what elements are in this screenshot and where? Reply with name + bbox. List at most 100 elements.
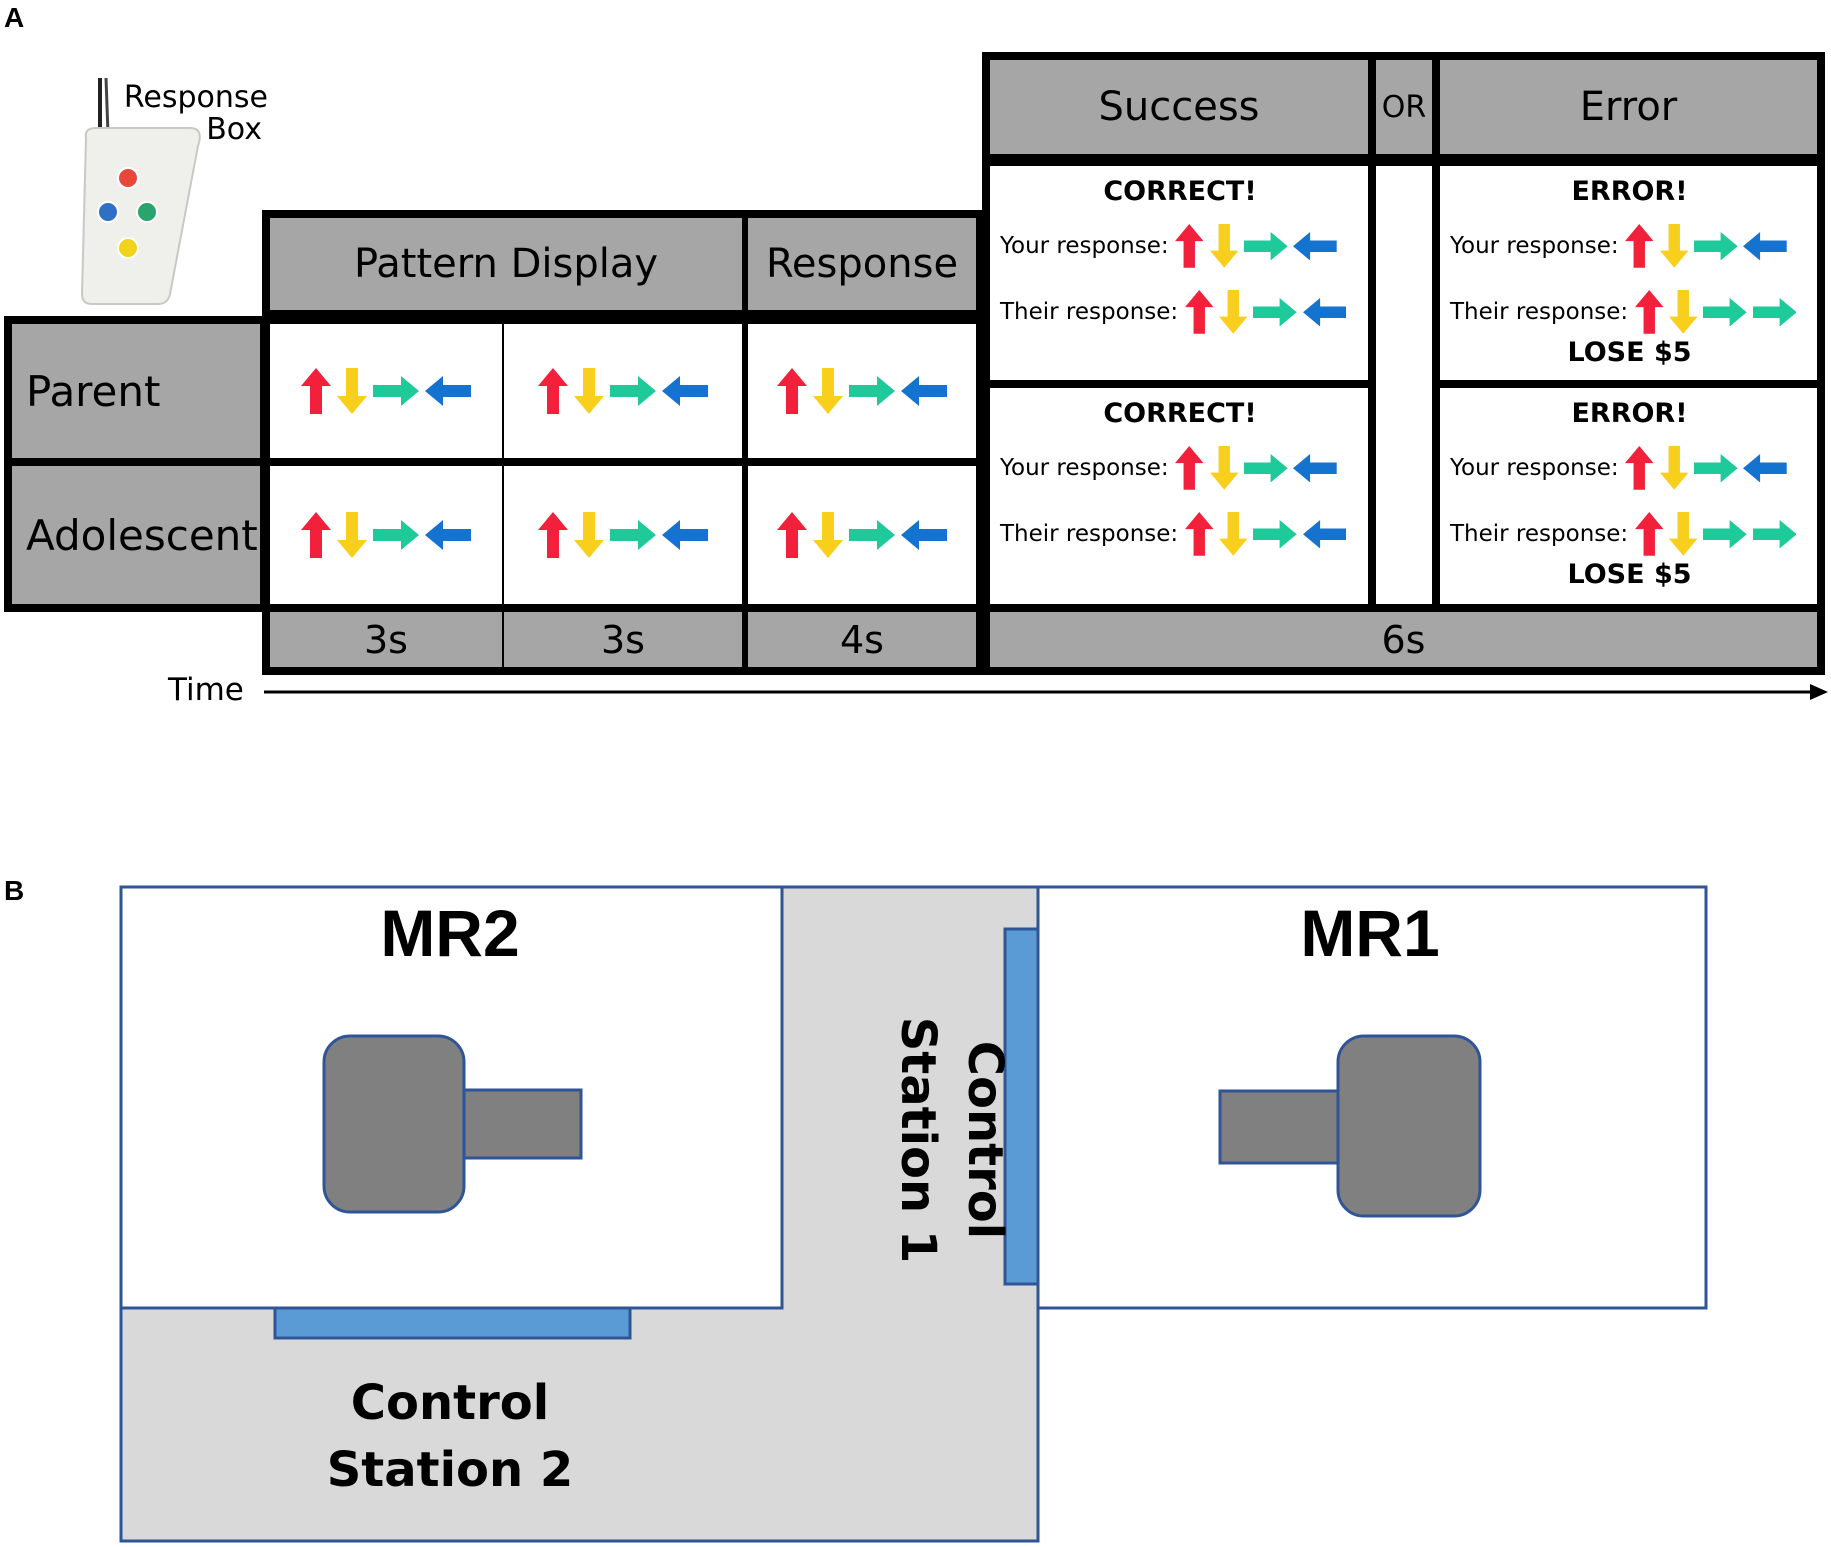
- down-arrow-icon: [813, 512, 843, 558]
- down-arrow-icon: [1219, 290, 1248, 334]
- their-response-line: Their response:: [1450, 501, 1809, 567]
- left-arrow-icon: [901, 520, 947, 550]
- right-arrow-icon: [373, 376, 419, 406]
- right-arrow-icon: [1703, 519, 1748, 549]
- down-arrow-icon: [1209, 446, 1239, 490]
- down-arrow-icon: [574, 512, 604, 558]
- up-arrow-icon: [777, 368, 807, 414]
- response-box-icon: [80, 77, 201, 305]
- their-response-label: Their response:: [1450, 299, 1629, 325]
- up-arrow-icon: [1625, 446, 1654, 490]
- mr1-scanner-bed: [1218, 1089, 1347, 1165]
- their-response-label: Their response:: [1450, 521, 1629, 547]
- header-success: Success: [990, 60, 1368, 154]
- up-arrow-icon: [1635, 512, 1664, 556]
- time-axis-arrow: [264, 684, 1828, 700]
- left-arrow-icon: [662, 376, 708, 406]
- up-arrow-icon: [538, 512, 568, 558]
- header-pattern-display: Pattern Display: [270, 218, 742, 310]
- their-response-label: Their response:: [1000, 299, 1179, 325]
- their-response-line: Their response:: [1000, 501, 1360, 567]
- your-response-arrows: [1173, 446, 1340, 490]
- parent-response-cell: [748, 324, 976, 458]
- control-station-2-label: Control Station 2: [300, 1370, 600, 1504]
- right-arrow-icon: [1703, 297, 1748, 327]
- down-arrow-icon: [574, 368, 604, 414]
- timing-3: 4s: [748, 612, 976, 667]
- their-response-arrows: [1182, 512, 1349, 556]
- error-feedback-adolescent: ERROR!Your response:Their response:LOSE …: [1440, 388, 1817, 604]
- right-arrow-icon: [1243, 453, 1288, 483]
- down-arrow-icon: [1209, 224, 1239, 268]
- your-response-label: Your response:: [1000, 455, 1169, 481]
- right-arrow-icon: [1693, 453, 1738, 483]
- your-response-label: Your response:: [1450, 233, 1619, 259]
- up-arrow-icon: [538, 368, 568, 414]
- your-response-line: Your response:: [1450, 213, 1809, 279]
- left-arrow-icon: [1302, 297, 1347, 327]
- left-arrow-icon: [1302, 519, 1347, 549]
- down-arrow-icon: [1669, 512, 1698, 556]
- control-station-1-line1: Control: [957, 1040, 1013, 1240]
- panel-a-letter: A: [4, 2, 25, 33]
- error-feedback-title: ERROR!: [1571, 398, 1688, 429]
- right-arrow-icon: [610, 520, 656, 550]
- their-response-line: Their response:: [1000, 279, 1360, 345]
- success-feedback-title: CORRECT!: [1103, 398, 1257, 429]
- parent-pattern-1: [270, 324, 502, 458]
- right-arrow-icon: [1253, 519, 1298, 549]
- right-arrow-icon: [1243, 231, 1288, 261]
- right-arrow-icon: [1752, 297, 1797, 327]
- up-arrow-icon: [1625, 224, 1654, 268]
- down-arrow-icon: [1659, 446, 1689, 490]
- down-arrow-icon: [1219, 512, 1248, 556]
- down-arrow-icon: [1659, 224, 1689, 268]
- left-arrow-icon: [662, 520, 708, 550]
- time-axis-label: Time: [168, 672, 244, 708]
- penalty-text: LOSE $5: [1567, 559, 1692, 590]
- left-arrow-icon: [1293, 231, 1337, 261]
- left-arrow-icon: [425, 376, 471, 406]
- up-arrow-icon: [1635, 290, 1664, 334]
- right-arrow-icon: [373, 520, 419, 550]
- header-error: Error: [1440, 60, 1817, 154]
- your-response-arrows: [1623, 446, 1790, 490]
- left-arrow-icon: [901, 376, 947, 406]
- right-arrow-icon: [1693, 231, 1738, 261]
- or-divider-cell: [1376, 166, 1432, 604]
- floor-plan: [119, 885, 1708, 1543]
- response-box-label-line2: Box: [206, 112, 262, 147]
- error-feedback-parent: ERROR!Your response:Their response:LOSE …: [1440, 166, 1817, 380]
- row-label-parent: Parent: [12, 324, 260, 458]
- response-box-label-line1: Response: [123, 80, 268, 115]
- success-feedback-title: CORRECT!: [1103, 176, 1257, 207]
- error-feedback-title: ERROR!: [1571, 176, 1688, 207]
- up-arrow-icon: [301, 368, 331, 414]
- mr2-scanner-bore: [322, 1034, 466, 1214]
- control-station-1-line2: Station 1: [889, 1016, 946, 1264]
- up-arrow-icon: [1175, 224, 1204, 268]
- adolescent-response-cell: [748, 466, 976, 604]
- row-label-adolescent: Adolescent: [12, 466, 260, 604]
- up-arrow-icon: [1185, 290, 1214, 334]
- mr1-label: MR1: [1300, 896, 1440, 970]
- header-response: Response: [748, 218, 976, 310]
- your-response-arrows: [1173, 224, 1340, 268]
- their-response-arrows: [1182, 290, 1349, 334]
- right-arrow-icon: [610, 376, 656, 406]
- down-arrow-icon: [337, 512, 367, 558]
- control-station-2-line2: Station 2: [326, 1442, 574, 1499]
- their-response-arrows: [1632, 512, 1799, 556]
- their-response-arrows: [1632, 290, 1799, 334]
- timing-2: 3s: [504, 612, 742, 667]
- your-response-line: Your response:: [1000, 435, 1360, 501]
- response-box-device: [78, 76, 208, 306]
- panel-b-letter: B: [4, 875, 25, 906]
- left-arrow-icon: [1743, 453, 1787, 483]
- mr2-label: MR2: [380, 896, 520, 970]
- control-console-2: [273, 1306, 632, 1340]
- control-station-2-line1: Control: [350, 1375, 550, 1431]
- your-response-label: Your response:: [1000, 233, 1169, 259]
- adolescent-pattern-1: [270, 466, 502, 604]
- up-arrow-icon: [1175, 446, 1204, 490]
